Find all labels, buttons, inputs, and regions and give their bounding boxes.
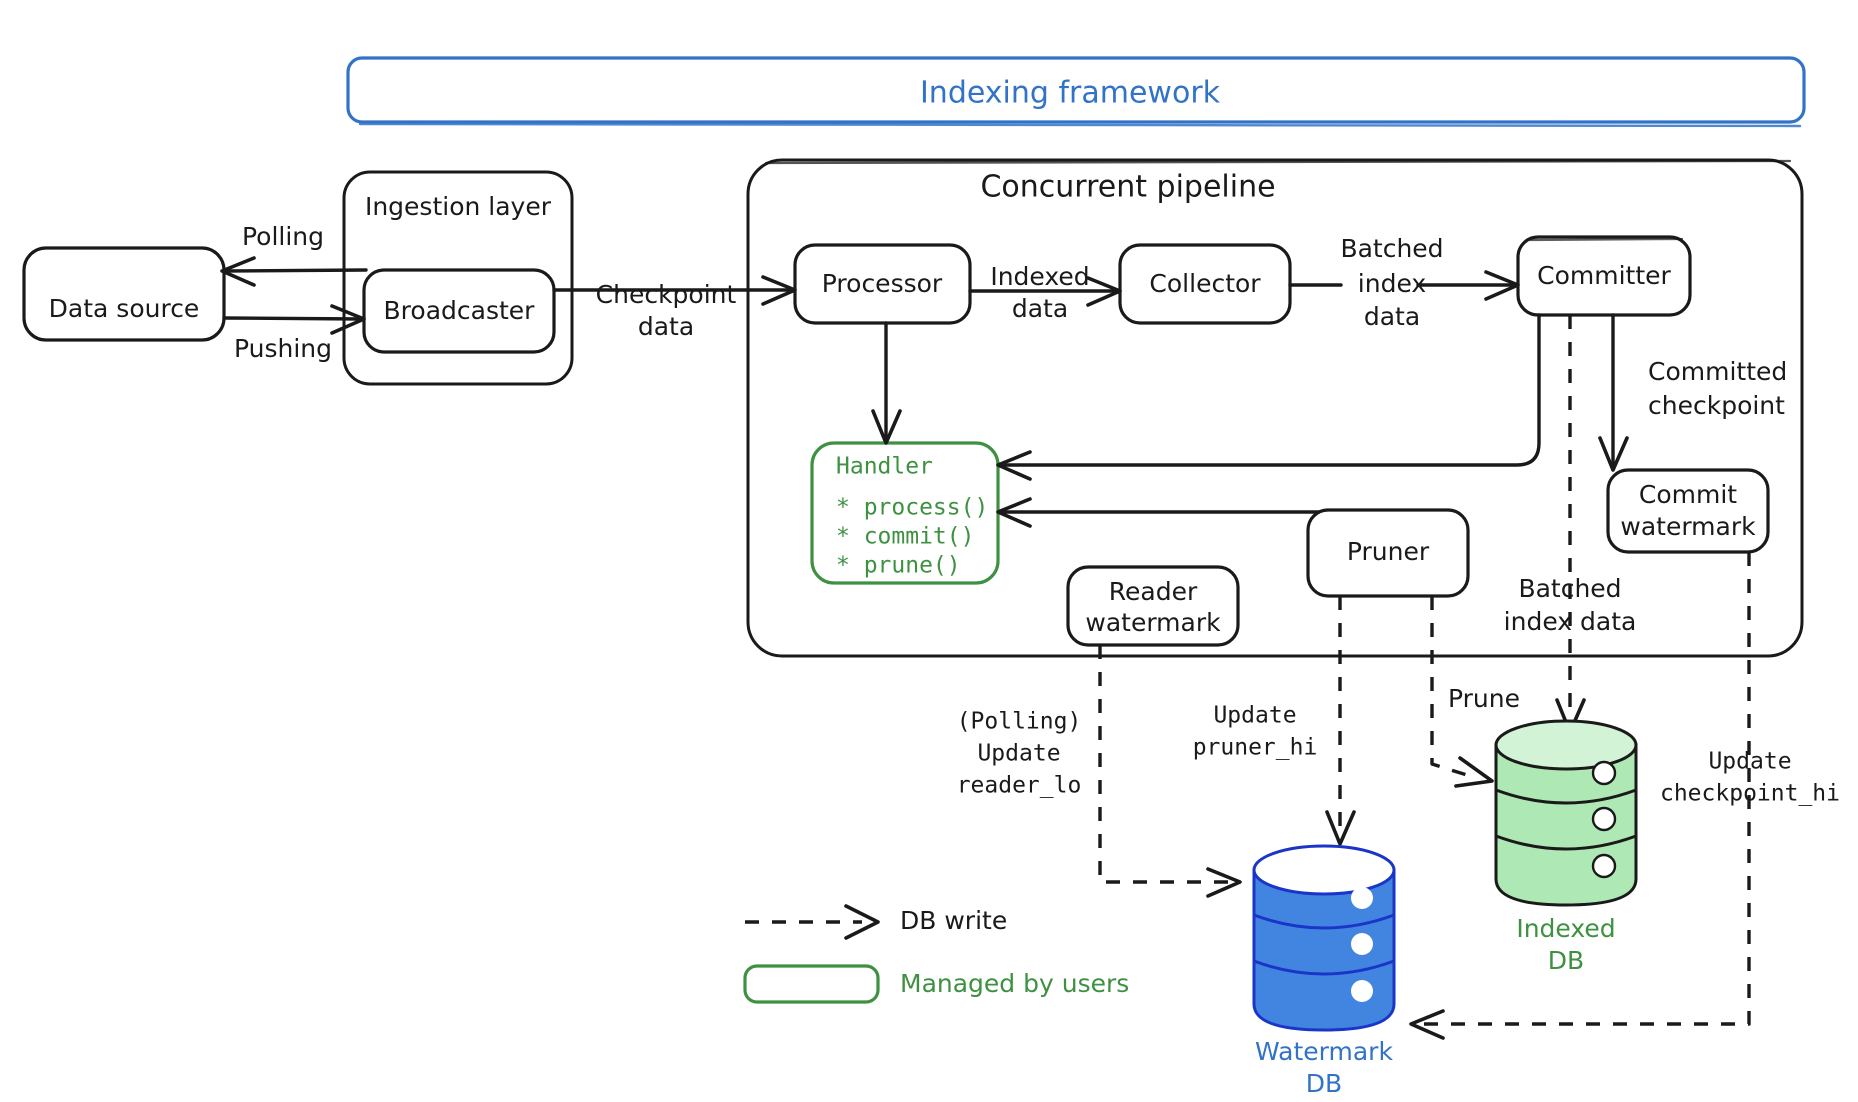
- node-collector[interactable]: Collector: [1118, 243, 1292, 325]
- indexing-framework-banner: Indexing framework: [346, 56, 1806, 128]
- edge-committed-checkpoint: Committed checkpoint: [1598, 313, 1787, 472]
- batched-index-data2-label-1: Batched: [1518, 574, 1621, 603]
- batched-index-data-label-1: Batched: [1340, 234, 1443, 263]
- legend: DB write Managed by users: [743, 904, 1129, 1004]
- update-pruner-label-1: Update: [1213, 703, 1296, 729]
- batched-index-data-label-2: index: [1358, 269, 1426, 298]
- concurrent-pipeline-label: Concurrent pipeline: [980, 170, 1275, 205]
- legend-managed-by-users-row: Managed by users: [743, 964, 1129, 1004]
- batched-index-data-label-3: data: [1364, 302, 1420, 331]
- node-committer[interactable]: Committer: [1516, 235, 1692, 317]
- edge-checkpoint-data: Checkpoint data: [552, 275, 797, 341]
- node-pruner[interactable]: Pruner: [1306, 508, 1470, 598]
- ingestion-layer-container: Ingestion layer: [342, 170, 574, 386]
- update-checkpoint-label-1: Update: [1708, 749, 1791, 775]
- committed-checkpoint-label-1: Committed: [1648, 357, 1787, 386]
- edge-committer-to-indexed-db: Batched index data: [1504, 315, 1637, 734]
- reader-watermark-label-1: Reader: [1109, 577, 1198, 606]
- legend-db-write-label: DB write: [900, 906, 1007, 935]
- indexed-db-label-2: DB: [1548, 946, 1584, 975]
- pushing-label: Pushing: [234, 334, 332, 363]
- node-processor[interactable]: Processor: [793, 243, 972, 325]
- ingestion-layer-label: Ingestion layer: [365, 192, 552, 221]
- edge-pruner-to-handler: [996, 497, 1322, 528]
- indexed-data-label-1: Indexed: [990, 262, 1089, 291]
- edge-indexed-data: Indexed data: [968, 262, 1122, 323]
- edge-prune-to-indexed-db: Prune: [1430, 596, 1520, 788]
- node-commit-watermark[interactable]: Commit watermark: [1606, 468, 1770, 554]
- collector-label: Collector: [1149, 269, 1261, 298]
- handler-method-prune: * prune(): [836, 553, 961, 579]
- polling-label: Polling: [242, 222, 324, 251]
- batched-index-data2-label-2: index data: [1504, 607, 1637, 636]
- watermark-db-label-1: Watermark: [1255, 1037, 1393, 1066]
- reader-watermark-label-2: watermark: [1085, 608, 1221, 637]
- node-handler[interactable]: Handler * process() * commit() * prune(): [810, 441, 1000, 585]
- indexed-db-label-1: Indexed: [1516, 914, 1615, 943]
- legend-managed-by-users-label: Managed by users: [900, 969, 1129, 998]
- node-broadcaster[interactable]: Broadcaster: [362, 268, 556, 354]
- processor-label: Processor: [822, 269, 943, 298]
- update-pruner-label-2: pruner_hi: [1193, 735, 1318, 761]
- checkpoint-data-label-2: data: [638, 312, 694, 341]
- handler-title: Handler: [836, 454, 933, 480]
- commit-watermark-label-1: Commit: [1639, 480, 1737, 509]
- edge-processor-to-handler: [871, 321, 902, 445]
- broadcaster-label: Broadcaster: [384, 296, 536, 325]
- indexing-framework-label: Indexing framework: [920, 76, 1221, 111]
- edge-commit-watermark-to-watermark-db: Update checkpoint_hi: [1409, 552, 1840, 1040]
- database-indexed-db[interactable]: Indexed DB: [1494, 719, 1638, 975]
- edge-pruner-to-watermark-db: Update pruner_hi: [1193, 596, 1356, 846]
- edge-committer-to-handler: [996, 313, 1541, 481]
- watermark-db-label-2: DB: [1306, 1069, 1342, 1098]
- committed-checkpoint-label-2: checkpoint: [1648, 391, 1785, 420]
- node-reader-watermark[interactable]: Reader watermark: [1066, 565, 1240, 647]
- node-data-source[interactable]: Data source: [22, 246, 226, 342]
- polling-update-label-2: Update: [977, 741, 1060, 767]
- prune-label: Prune: [1448, 684, 1520, 713]
- polling-update-label-1: (Polling): [957, 709, 1082, 735]
- data-source-label: Data source: [49, 294, 200, 323]
- legend-db-write-row: DB write: [745, 904, 1007, 940]
- concurrent-pipeline-container: Concurrent pipeline: [746, 158, 1804, 658]
- commit-watermark-label-2: watermark: [1620, 512, 1756, 541]
- update-checkpoint-label-2: checkpoint_hi: [1660, 781, 1840, 807]
- edge-reader-watermark-to-watermark-db: (Polling) Update reader_lo: [957, 645, 1242, 898]
- pruner-label: Pruner: [1347, 537, 1430, 566]
- handler-method-process: * process(): [836, 495, 988, 521]
- edge-polling: Polling: [220, 222, 368, 287]
- edge-batched-index-data: Batched index data: [1288, 234, 1520, 331]
- polling-update-label-3: reader_lo: [957, 773, 1082, 799]
- committer-label: Committer: [1537, 261, 1671, 290]
- indexed-data-label-2: data: [1012, 294, 1068, 323]
- checkpoint-data-label-1: Checkpoint: [596, 280, 737, 309]
- handler-method-commit: * commit(): [836, 524, 974, 550]
- edge-pushing: Pushing: [222, 304, 366, 363]
- database-watermark-db[interactable]: Watermark DB: [1252, 844, 1396, 1098]
